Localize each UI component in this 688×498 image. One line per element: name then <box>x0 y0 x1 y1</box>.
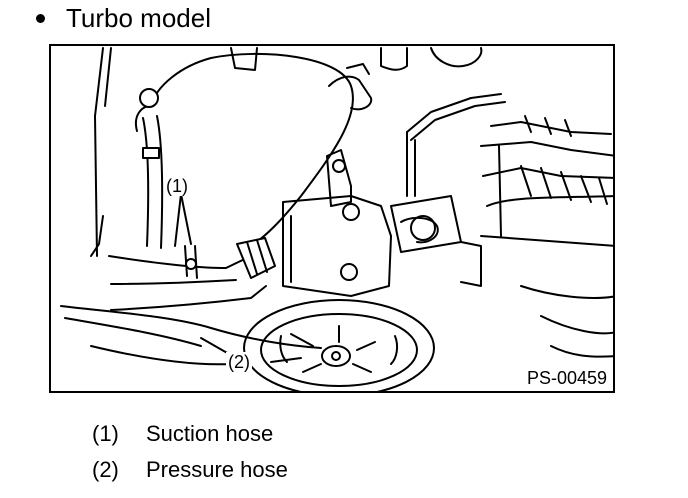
bullet-icon <box>36 13 45 23</box>
legend-number: (2) <box>92 457 119 482</box>
suction-hose <box>108 255 252 269</box>
pressure-hose <box>60 305 322 349</box>
legend-number: (1) <box>92 421 119 446</box>
legend-item-2: (2) Pressure hose <box>92 457 288 483</box>
heading-text: Turbo model <box>66 3 211 33</box>
line-drawing <box>60 47 613 391</box>
leader-line-1 <box>174 193 182 247</box>
connector-top <box>328 75 373 111</box>
callout-2: (2) <box>226 352 252 372</box>
legend-text: Suction hose <box>146 421 274 446</box>
section-heading: Turbo model <box>36 2 211 34</box>
intake-duct <box>210 52 354 247</box>
pump-pulley <box>243 299 435 391</box>
engine-illustration: (1) (2) PS-00459 <box>49 44 615 393</box>
legend-item-1: (1) Suction hose <box>92 421 273 447</box>
hard-line <box>406 93 502 133</box>
clamp-band <box>142 117 150 247</box>
left-pipe-edge <box>94 47 104 257</box>
legend-text: Pressure hose <box>146 457 288 482</box>
callout-1: (1) <box>164 176 190 196</box>
figure-code: PS-00459 <box>524 368 609 388</box>
